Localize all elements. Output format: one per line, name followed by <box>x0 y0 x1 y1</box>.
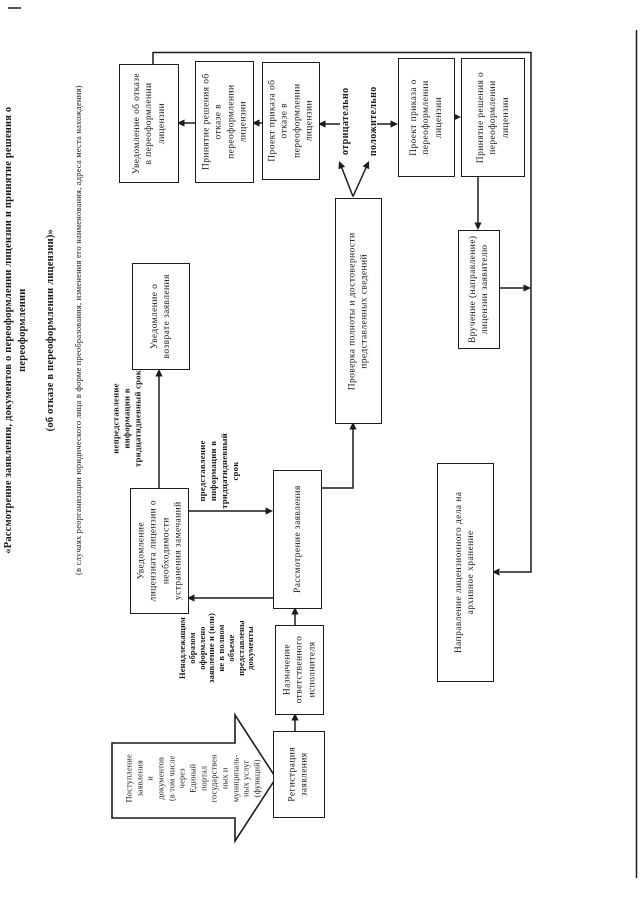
flow-box-decision-approval: Принятие решения о переоформлении лиценз… <box>461 58 525 177</box>
label-positive-outcome: положительно <box>362 80 386 162</box>
flow-box-register: Регистрация заявления <box>273 731 325 818</box>
flow-box-check-text: Проверка полноты и достоверности предста… <box>347 232 370 390</box>
arrowhead-review <box>265 507 273 515</box>
label-negative-outcome-text: отрицательно <box>339 87 351 155</box>
arrowhead-assign <box>291 713 299 721</box>
flow-box-decision-refusal-text: Принятие решения об отказе в переоформле… <box>200 73 248 171</box>
flow-box-licensee-notice: Уведомление лицензиата лицензии о необхо… <box>130 488 189 614</box>
flow-box-draft-refusal: Проект приказа об отказе в переоформлени… <box>262 62 320 180</box>
flow-box-draft-approval: Проект приказа о переоформлении лицензии <box>398 58 455 177</box>
label-positive-outcome-text: положительно <box>367 86 379 156</box>
arrowhead-licnotice <box>187 594 195 602</box>
arrowhead-handover <box>474 222 482 230</box>
arrowhead-return <box>155 369 163 377</box>
check-outcome-split-positive <box>352 164 369 197</box>
flow-box-decision-approval-text: Принятие решения о переоформлении лиценз… <box>475 71 511 164</box>
arrowhead-negative-label <box>338 161 346 170</box>
label-nonsubmission: непредставление информации в тридцатидне… <box>110 364 144 472</box>
flow-box-intake: Поступление заявления и документов (в то… <box>112 715 276 841</box>
label-improper-application-text: Ненадлежащим образом оформлено заявление… <box>176 613 256 683</box>
arrowhead-draft-approval <box>390 120 398 128</box>
flow-box-archive-text: Направление лицензионного дела на архивн… <box>454 491 477 654</box>
flow-box-review: Рассмотрение заявления <box>273 470 322 609</box>
page-title: «Рассмотрение заявления, документов о пе… <box>3 64 83 596</box>
page-title-line1: «Рассмотрение заявления, документов о пе… <box>3 106 28 554</box>
flow-box-return-notice-text: Уведомление о возврате заявления <box>149 274 172 359</box>
connector-archive-trunk <box>152 51 532 573</box>
check-outcome-split-negative <box>339 164 354 197</box>
arrowhead-handover-junction <box>523 284 531 292</box>
arrowhead-positive-label <box>362 161 370 170</box>
flow-box-decision-refusal: Принятие решения об отказе в переоформле… <box>195 61 254 183</box>
flow-box-assign-text: Назначение ответственного исполнителя <box>281 636 317 704</box>
intake-block-arrow <box>111 712 277 844</box>
arrowhead-decision-refusal <box>252 119 260 127</box>
arrowhead-decision-approval <box>453 113 461 121</box>
flow-box-draft-approval-text: Проект приказа о переоформлении лицензии <box>408 79 444 156</box>
flow-box-return-notice: Уведомление о возврате заявления <box>132 263 190 370</box>
flow-box-notice-refusal-text: Уведомление об отказе в переоформлении л… <box>131 72 167 175</box>
flow-box-handover: Вручение (направление) лицензии заявител… <box>458 230 500 349</box>
label-negative-outcome: отрицательно <box>334 80 358 162</box>
arrowhead-check <box>349 422 357 430</box>
label-submission: представление информации в тридцатидневн… <box>197 414 240 528</box>
arrowhead-draft-refusal <box>318 120 326 128</box>
label-improper-application: Ненадлежащим образом оформлено заявление… <box>176 608 256 688</box>
flow-box-notice-refusal: Уведомление об отказе в переоформлении л… <box>119 64 179 183</box>
flow-box-licensee-notice-text: Уведомление лицензиата лицензии о необхо… <box>135 500 183 602</box>
flow-box-handover-text: Вручение (направление) лицензии заявител… <box>467 235 490 344</box>
label-nonsubmission-text: непредставление информации в тридцатидне… <box>110 369 143 467</box>
flow-box-draft-refusal-text: Проект приказа об отказе в переоформлени… <box>267 79 315 163</box>
arrowhead-notice-refusal <box>177 119 185 127</box>
flow-box-intake-text: Поступление заявления и документов (в то… <box>124 753 262 803</box>
flow-box-archive: Направление лицензионного дела на архивн… <box>437 463 494 682</box>
flow-box-register-text: Регистрация заявления <box>287 747 310 802</box>
page-title-line2: (об отказе в переоформлении лицензии)» <box>44 228 56 432</box>
page-title-line3: (в случаях реорганизации юридического ли… <box>72 85 83 575</box>
flow-box-assign: Назначение ответственного исполнителя <box>275 625 324 715</box>
flow-box-review-text: Рассмотрение заявления <box>292 485 303 594</box>
arrowhead-into-archive <box>492 568 500 576</box>
label-submission-text: представление информации в тридцатидневн… <box>197 433 240 509</box>
connector-review-to-check <box>320 429 354 489</box>
flow-box-check: Проверка полноты и достоверности предста… <box>335 198 382 424</box>
arrowhead-review-bottom <box>291 607 299 615</box>
